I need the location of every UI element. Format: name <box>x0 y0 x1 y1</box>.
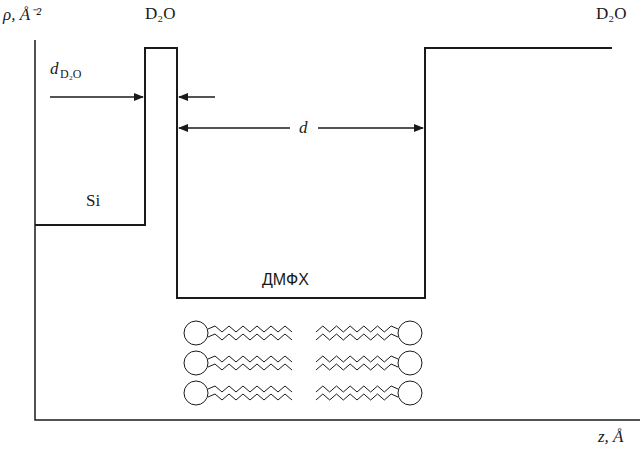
lipid-tail <box>208 386 292 392</box>
label: d <box>50 60 59 77</box>
lipid-head <box>398 321 422 345</box>
lipid-tail <box>316 386 398 392</box>
lipid-tail <box>208 364 292 370</box>
label: Si <box>86 192 100 209</box>
label: z, Å <box>598 428 624 445</box>
axes <box>35 40 640 420</box>
label: ДМФХ <box>262 272 309 288</box>
lipid-head <box>398 351 422 375</box>
lipid-tail <box>208 356 292 362</box>
thickness-arrow <box>179 96 215 98</box>
thickness-arrow <box>318 127 423 129</box>
label: D₂O <box>60 68 82 80</box>
lipid-tail <box>208 326 292 332</box>
lipid-head <box>184 351 208 375</box>
density-profile <box>35 48 612 298</box>
lipid-tail <box>316 334 398 340</box>
label: D₂O <box>596 5 626 22</box>
lipid-head <box>184 321 208 345</box>
thickness-arrow <box>50 96 143 98</box>
lipid-tail <box>316 364 398 370</box>
lipid-tail <box>316 394 398 400</box>
label: ρ, Å⁻² <box>3 6 41 23</box>
lipid-tail <box>208 394 292 400</box>
label: D₂O <box>145 5 175 22</box>
lipid-head <box>184 381 208 405</box>
lipid-tail <box>316 326 398 332</box>
lipid-head <box>398 381 422 405</box>
thickness-arrow <box>179 127 290 129</box>
lipid-tail <box>208 334 292 340</box>
lipid-tail <box>316 356 398 362</box>
label: d <box>299 119 308 136</box>
lipid-bilayer <box>184 321 422 405</box>
